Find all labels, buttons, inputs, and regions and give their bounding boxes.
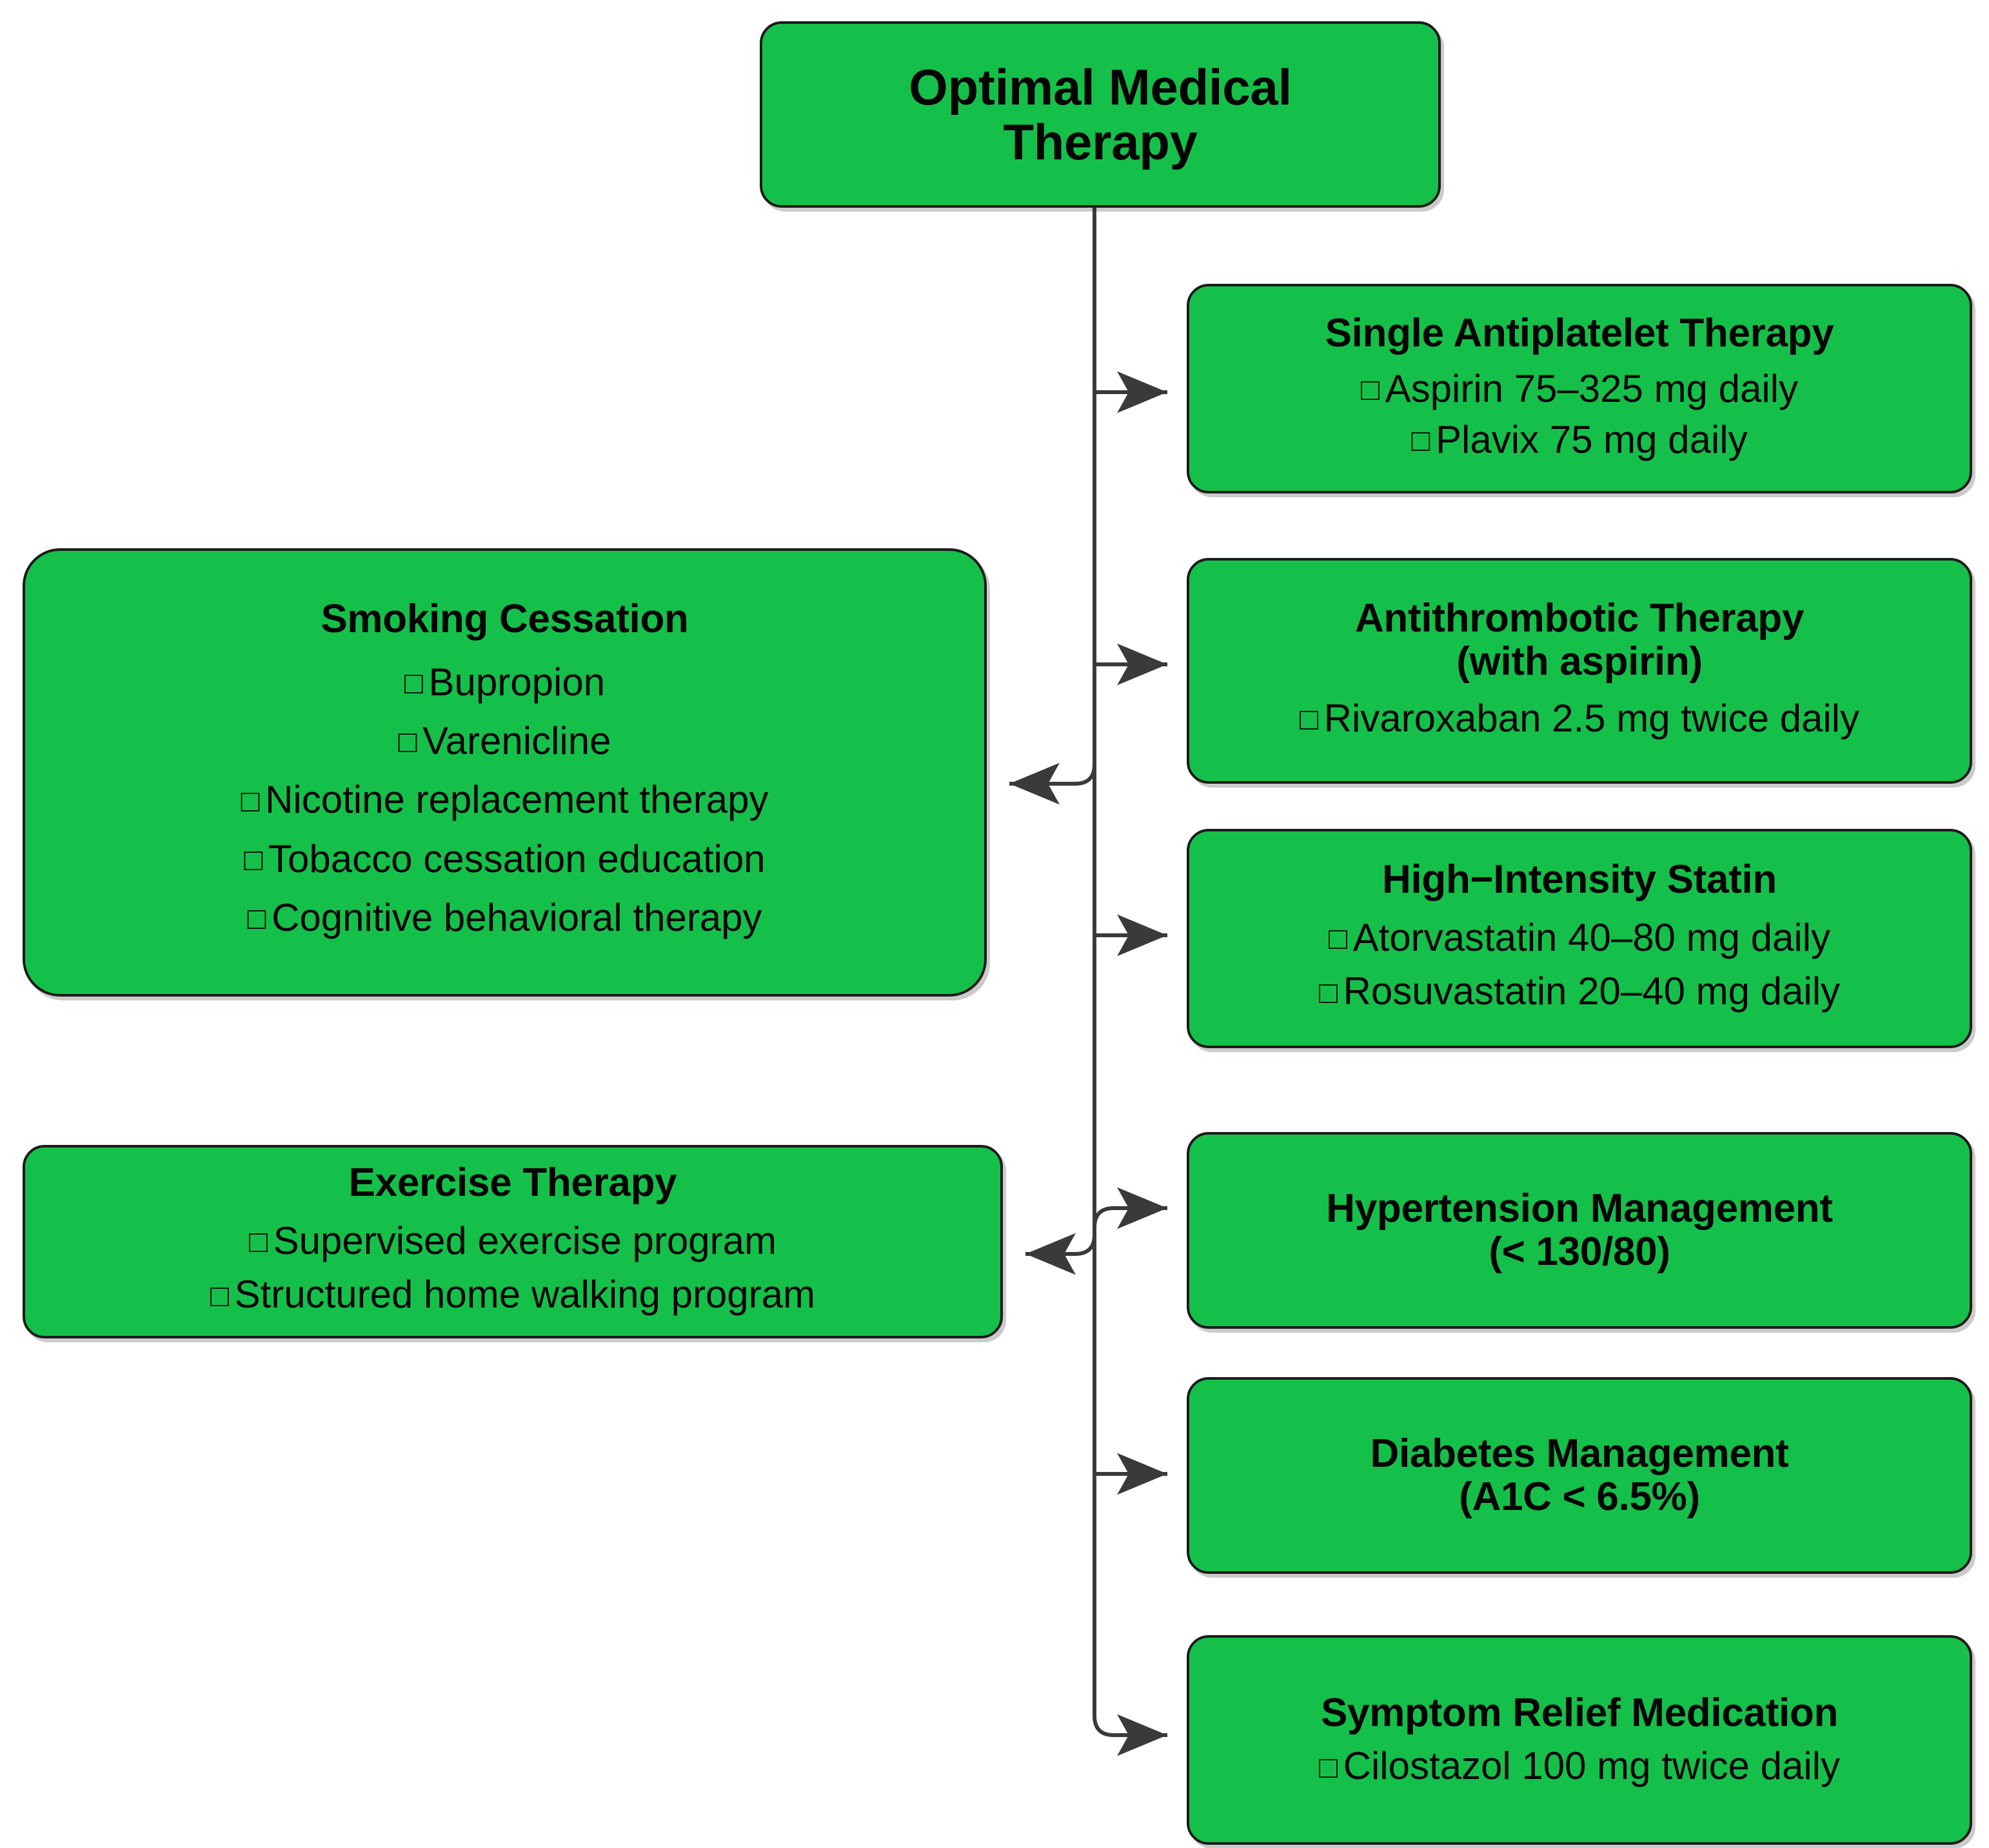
list-item: □Cilostazol 100 mg twice daily [1319,1744,1840,1787]
node-title: Symptom Relief Medication [1320,1691,1839,1736]
node-high-intensity-statin[interactable]: High−Intensity Statin □Atorvastatin 40–8… [1187,829,1972,1048]
checkbox-icon: □ [1361,372,1380,407]
list-item-label: Cognitive behavioral therapy [272,895,762,939]
checkbox-icon: □ [1299,702,1318,737]
node-title: Hypertension Management (< 130/80) [1326,1186,1833,1274]
list-item-label: Aspirin 75–325 mg daily [1385,366,1798,410]
checkbox-icon: □ [241,784,260,819]
node-single-antiplatelet-therapy[interactable]: Single Antiplatelet Therapy □Aspirin 75–… [1187,284,1972,493]
node-hypertension-management[interactable]: Hypertension Management (< 130/80) [1187,1132,1972,1329]
list-item-label: Varenicline [422,719,611,763]
list-item: □Rosuvastatin 20–40 mg daily [1319,969,1840,1013]
list-item-label: Cilostazol 100 mg twice daily [1343,1744,1840,1788]
checkbox-icon: □ [244,842,263,877]
node-exercise-therapy[interactable]: Exercise Therapy □Supervised exercise pr… [23,1145,1003,1338]
node-diabetes-management[interactable]: Diabetes Management (A1C < 6.5%) [1187,1377,1972,1574]
node-title: Antithrombotic Therapy (with aspirin) [1354,596,1805,684]
trunk-line [1093,208,1114,1737]
edge-to-hypertension-management [1093,1187,1167,1229]
list-item: □Structured home walking program [210,1273,815,1316]
edge-to-smoking-cessation [1009,762,1096,805]
list-item-label: Plavix 75 mg daily [1436,417,1748,461]
list-item-label: Tobacco cessation education [268,837,766,880]
node-optimal-medical-therapy[interactable]: Optimal Medical Therapy [760,21,1441,208]
list-item-label: Nicotine replacement therapy [265,778,769,822]
checkbox-icon: □ [247,901,266,936]
list-item: □Cognitive behavioral therapy [247,896,762,939]
checkbox-icon: □ [1318,975,1338,1010]
list-item: □Aspirin 75–325 mg daily [1361,367,1798,410]
node-antithrombotic-therapy[interactable]: Antithrombotic Therapy (with aspirin) □R… [1187,558,1972,784]
list-item: □Varenicline [398,719,611,762]
checkbox-icon: □ [398,725,417,760]
checkbox-icon: □ [210,1278,229,1313]
checkbox-icon: □ [1411,424,1430,459]
checkbox-icon: □ [1328,922,1347,957]
node-symptom-relief-medication[interactable]: Symptom Relief Medication □Cilostazol 10… [1187,1635,1972,1845]
list-item-label: Rivaroxaban 2.5 mg twice daily [1323,697,1859,740]
list-item: □Plavix 75 mg daily [1411,418,1747,461]
list-item: □Rivaroxaban 2.5 mg twice daily [1300,697,1859,740]
checkbox-icon: □ [1319,1750,1338,1785]
node-title: Optimal Medical Therapy [909,59,1292,170]
list-item: □Tobacco cessation education [244,837,765,880]
node-title: Smoking Cessation [321,597,689,642]
list-item-label: Structured home walking program [234,1273,816,1316]
checkbox-icon: □ [404,666,423,701]
checkbox-icon: □ [249,1225,268,1260]
node-title: Single Antiplatelet Therapy [1325,310,1834,355]
list-item-label: Bupropion [428,661,606,704]
list-item: □Atorvastatin 40–80 mg daily [1329,916,1830,959]
list-item: □Nicotine replacement therapy [241,778,768,821]
node-smoking-cessation[interactable]: Smoking Cessation □Bupropion □Vareniclin… [23,548,987,997]
list-item-label: Rosuvastatin 20–40 mg daily [1343,969,1841,1013]
edge-to-exercise-therapy [1025,1233,1096,1275]
node-title: Diabetes Management (A1C < 6.5%) [1370,1431,1789,1519]
list-item-label: Supervised exercise program [273,1219,777,1263]
node-title: Exercise Therapy [348,1160,677,1206]
list-item: □Supervised exercise program [249,1219,777,1262]
list-item: □Bupropion [404,661,605,704]
node-title: High−Intensity Statin [1381,857,1777,902]
list-item-label: Atorvastatin 40–80 mg daily [1352,916,1831,960]
